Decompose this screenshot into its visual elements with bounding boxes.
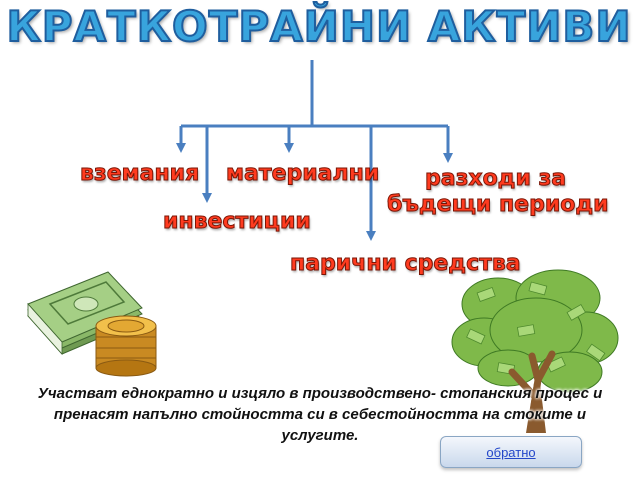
- description-text: Участват еднократно и изцяло в производс…: [37, 385, 603, 444]
- node-cash: парични средства: [290, 251, 522, 277]
- back-button[interactable]: обратно: [440, 436, 582, 468]
- node-future-expenses-line1: разходи за: [424, 166, 567, 192]
- node-future-expenses-line2: бъдещи периоди: [387, 192, 610, 218]
- node-receivables: вземания: [79, 161, 200, 187]
- money-coins-icon: [27, 271, 157, 377]
- page-title: КРАТКОТРАЙНИ АКТИВИ: [5, 1, 632, 52]
- money-tree-icon: [451, 269, 619, 433]
- node-investments: инвестиции: [163, 209, 312, 235]
- node-materials: материални: [225, 161, 380, 187]
